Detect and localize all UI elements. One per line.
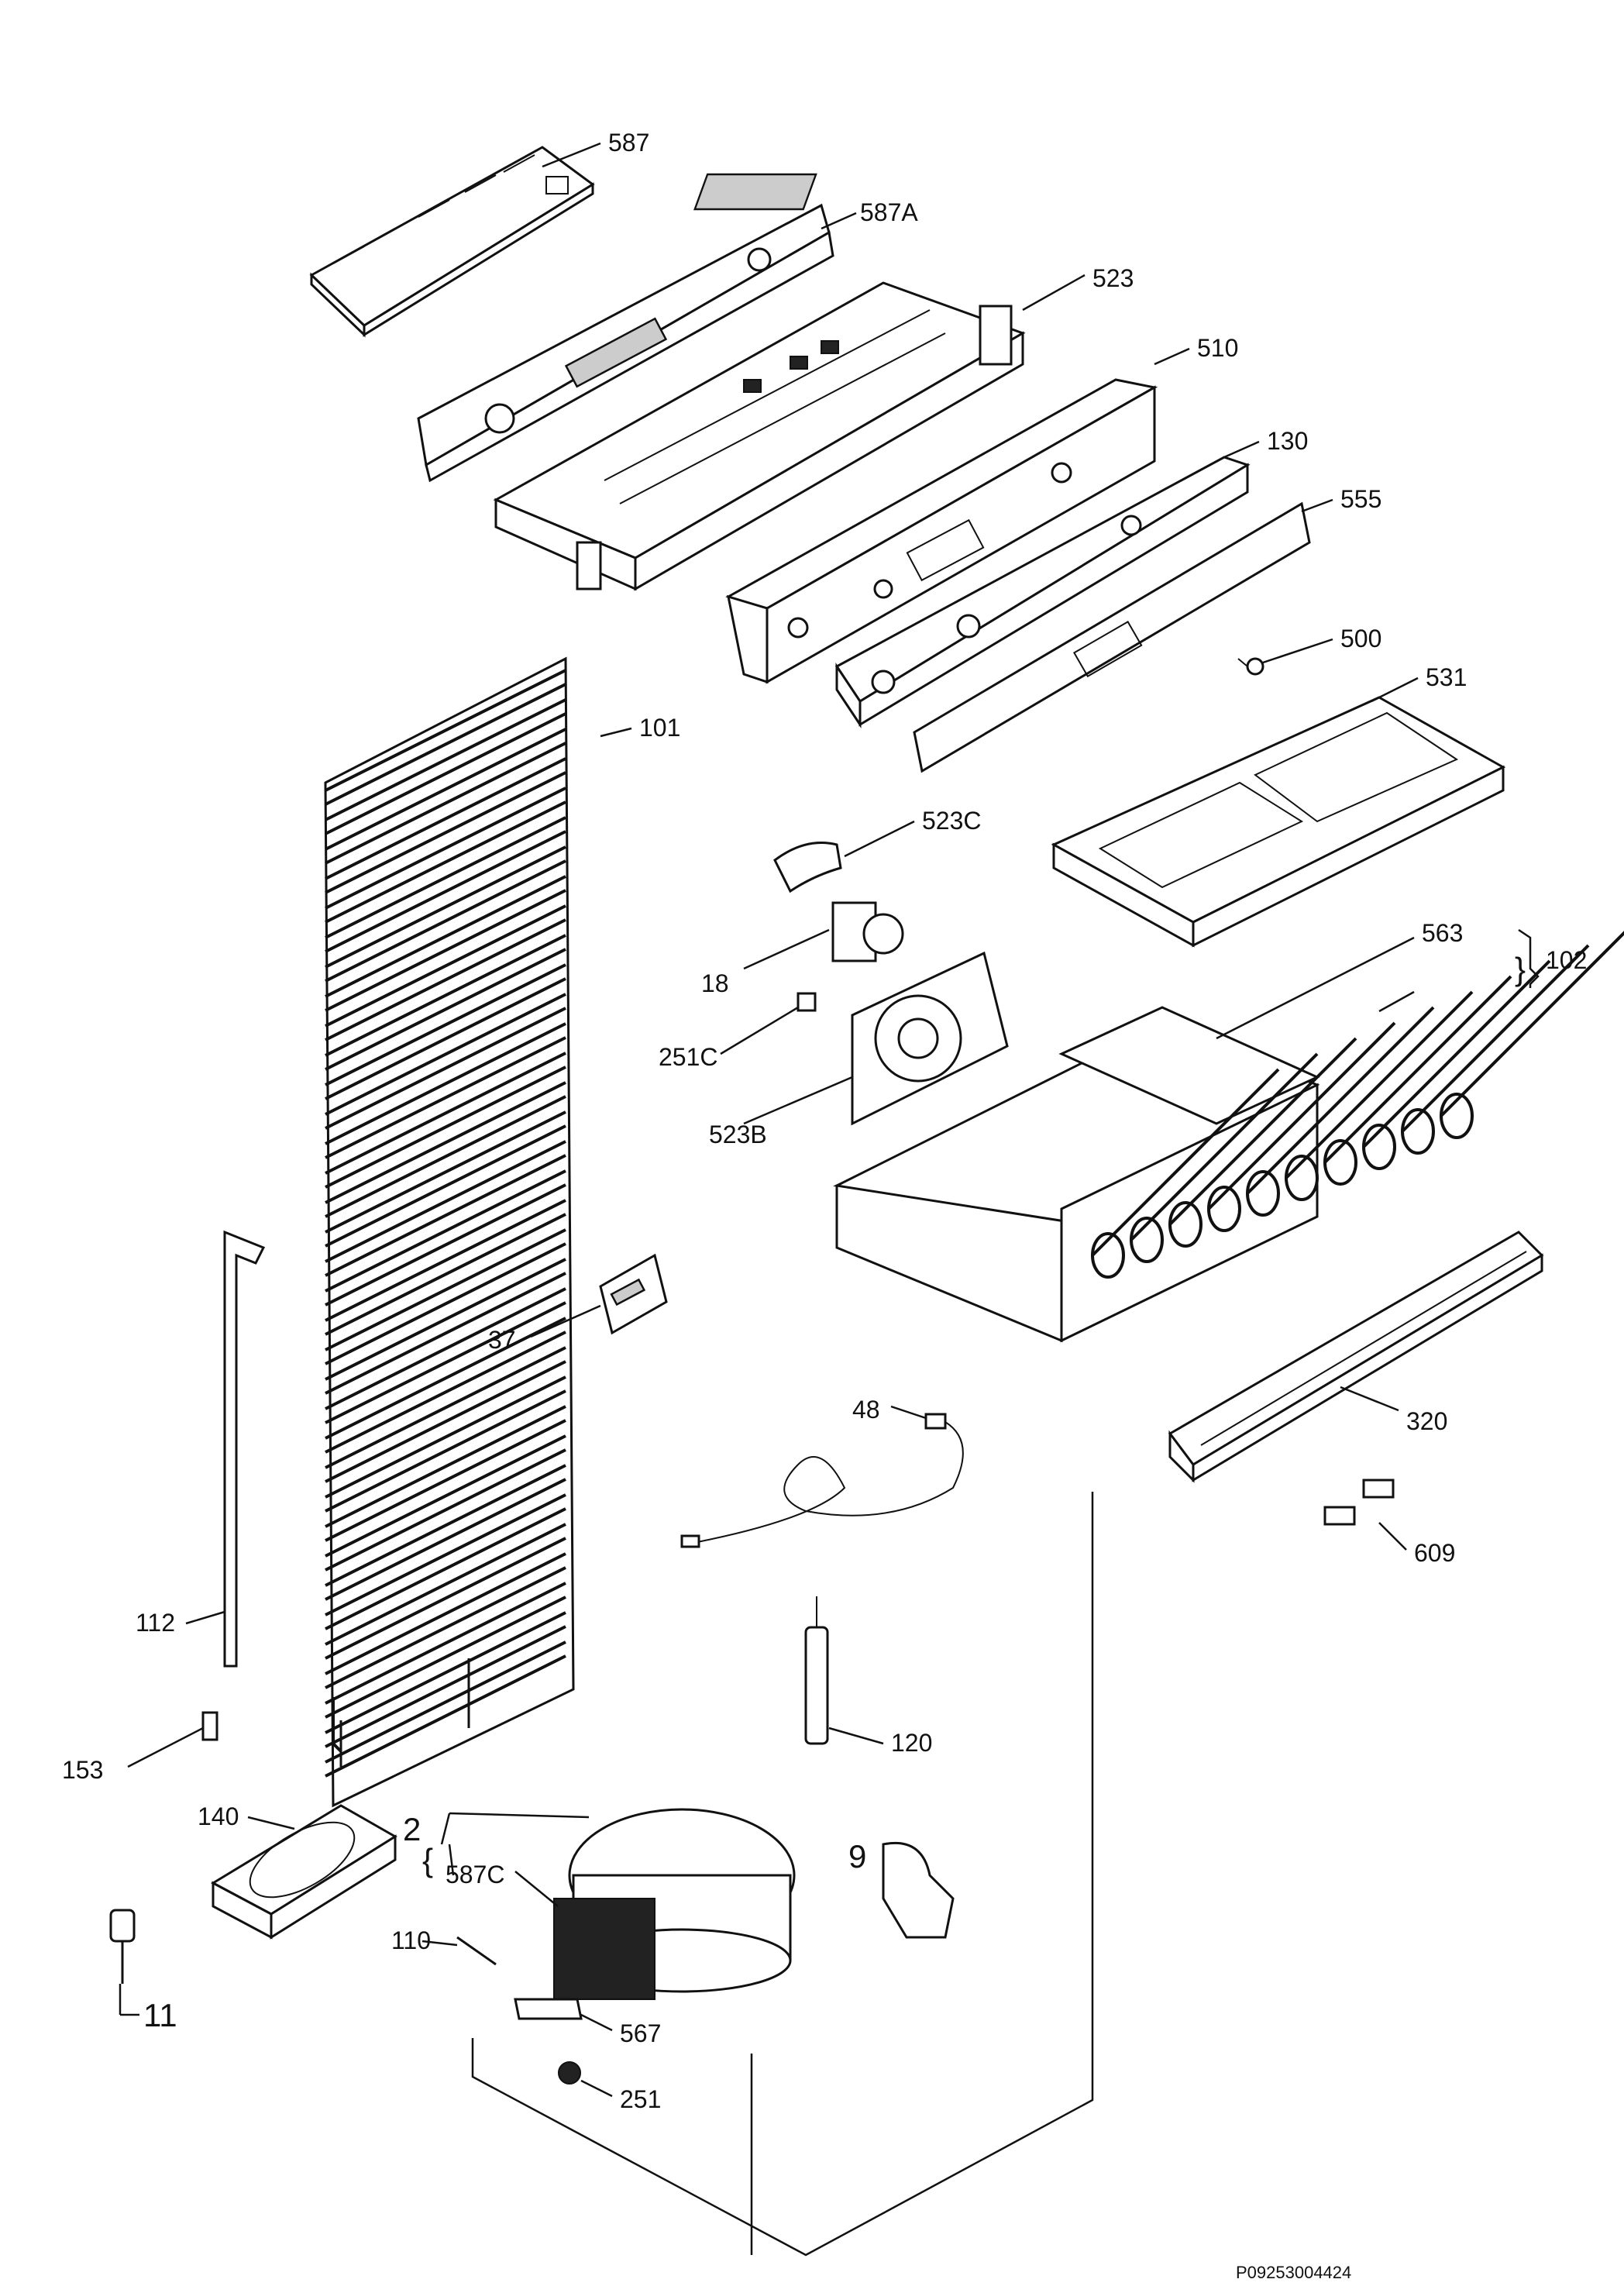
part-251c-grommet bbox=[797, 992, 817, 1012]
callout-130: 130 bbox=[1267, 427, 1308, 455]
part-37-thermostat bbox=[599, 1253, 668, 1335]
callout-120: 120 bbox=[891, 1729, 932, 1757]
callout-523: 523 bbox=[1092, 264, 1134, 292]
callout-labels: 587 587A 523 510 130 555 500 531 101 523… bbox=[62, 129, 1587, 2113]
part-101-condenser-coil bbox=[324, 656, 575, 1808]
callout-102: 102 bbox=[1546, 946, 1587, 974]
bracket-2: { bbox=[422, 1842, 433, 1878]
callout-609: 609 bbox=[1414, 1539, 1455, 1567]
callout-9: 9 bbox=[848, 1838, 866, 1875]
part-587c-heatsink bbox=[553, 1898, 655, 2000]
part-130-faceplate bbox=[834, 456, 1251, 728]
callout-48: 48 bbox=[852, 1396, 880, 1424]
callout-101: 101 bbox=[639, 714, 680, 742]
part-11-foot bbox=[109, 1909, 136, 1984]
leader-lines bbox=[119, 142, 1540, 2098]
part-587-electronic-board bbox=[309, 146, 595, 338]
callout-563: 563 bbox=[1422, 919, 1463, 947]
part-609-connectors bbox=[1323, 1479, 1395, 1526]
part-500-knob bbox=[1237, 657, 1264, 676]
part-531-tray bbox=[1051, 696, 1506, 948]
callout-251c: 251C bbox=[659, 1043, 718, 1071]
part-110-pin bbox=[456, 1936, 497, 1966]
part-563-evaporator-coil bbox=[1091, 931, 1624, 1279]
part-120-filter-drier bbox=[804, 1596, 829, 1745]
part-320-drip-rail bbox=[1168, 1231, 1544, 1483]
callout-523b: 523B bbox=[709, 1121, 767, 1148]
bracket-102: } bbox=[1515, 951, 1526, 987]
part-567-plate bbox=[514, 1998, 583, 2020]
part-523c-clip bbox=[773, 842, 842, 893]
part-510-front-panel bbox=[725, 378, 1158, 684]
part-587a-control-module bbox=[417, 173, 834, 483]
callout-500: 500 bbox=[1340, 625, 1381, 652]
part-555-decor-foil bbox=[913, 501, 1311, 773]
callout-140: 140 bbox=[198, 1802, 239, 1830]
callout-510: 510 bbox=[1197, 334, 1238, 362]
callout-523c: 523C bbox=[922, 807, 982, 835]
callout-555: 555 bbox=[1340, 485, 1381, 513]
cabinet-outline bbox=[471, 1492, 1094, 2257]
callout-2: 2 bbox=[403, 1811, 421, 1847]
callout-251: 251 bbox=[620, 2085, 661, 2113]
callout-112: 112 bbox=[136, 1609, 175, 1637]
callout-18: 18 bbox=[701, 969, 729, 997]
part-48-sensor-cable bbox=[680, 1413, 964, 1548]
callout-567: 567 bbox=[620, 2019, 661, 2047]
part-140-drip-tray bbox=[210, 1804, 397, 1940]
part-523-control-housing bbox=[493, 281, 1026, 591]
part-9-terminal-cover bbox=[882, 1841, 955, 1939]
part-153-clip bbox=[201, 1711, 218, 1741]
part-523b-fan-cover bbox=[851, 951, 1009, 1126]
callout-587a: 587A bbox=[860, 198, 918, 226]
callout-37: 37 bbox=[488, 1326, 516, 1354]
callout-587: 587 bbox=[608, 129, 649, 157]
part-18-fan-motor bbox=[831, 901, 904, 962]
callout-11: 11 bbox=[143, 1997, 177, 2033]
callout-110: 110 bbox=[391, 1926, 431, 1954]
part-112-drain-tube bbox=[223, 1230, 266, 1668]
callout-320: 320 bbox=[1406, 1407, 1447, 1435]
callout-153: 153 bbox=[62, 1756, 103, 1784]
part-251-nut bbox=[558, 2061, 581, 2085]
callout-531: 531 bbox=[1426, 663, 1467, 691]
callout-587c: 587C bbox=[446, 1861, 505, 1888]
document-id: P09253004424 bbox=[1236, 2263, 1351, 2282]
